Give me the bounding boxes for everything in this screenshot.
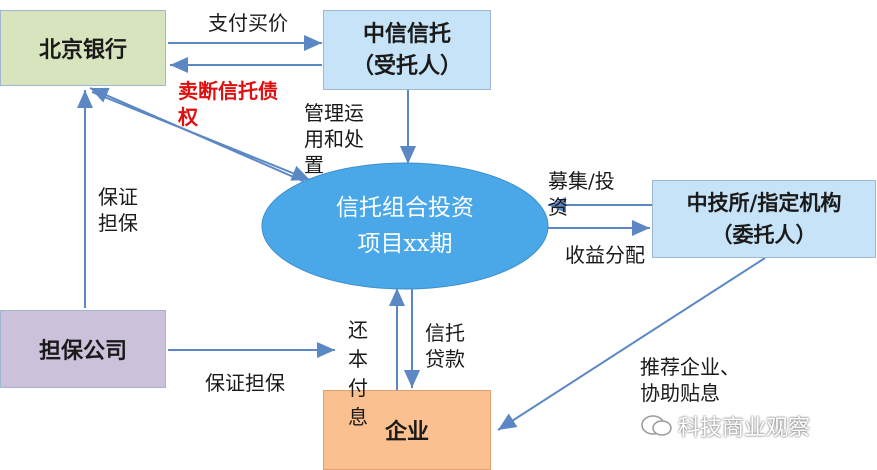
chat-bubble-icon xyxy=(641,415,672,436)
node-tech-exchange: 中技所/指定机构 （委托人） xyxy=(652,180,876,258)
watermark: 科技商业观察 xyxy=(640,410,810,442)
label-raise-line2: 资 xyxy=(548,195,568,219)
node-enterprise: 企业 xyxy=(323,390,491,470)
label-guarantee-horizontal: 保证担保 xyxy=(205,371,285,395)
label-trust-loan: 信托 贷款 xyxy=(425,320,465,372)
label-profit-distribution: 收益分配 xyxy=(565,243,645,267)
node-trust-plan: 信托组合投资 项目xx期 xyxy=(262,190,548,262)
label-trust-loan-line2: 贷款 xyxy=(425,347,465,371)
arrow-tech-to-enterprise xyxy=(497,257,766,431)
node-tech-exchange-line1: 中技所/指定机构 xyxy=(686,190,842,215)
label-trust-loan-line1: 信托 xyxy=(425,321,465,345)
node-beijing-bank: 北京银行 xyxy=(0,10,166,86)
node-trust-plan-shape xyxy=(261,162,549,290)
node-citic-trust-line1: 中信信托 xyxy=(362,21,451,47)
node-guarantee-company: 担保公司 xyxy=(0,310,166,388)
label-repay: 还本付息 xyxy=(348,316,374,432)
label-raise-line1: 募集/投 xyxy=(548,169,615,193)
label-raise: 募集/投 资 xyxy=(548,168,615,220)
label-manage: 管理运 用和处 置 xyxy=(304,100,364,178)
node-beijing-bank-label: 北京银行 xyxy=(38,37,127,63)
node-citic-trust: 中信信托 （受托人） xyxy=(323,10,491,90)
label-recommend-line2: 协助贴息 xyxy=(640,381,720,405)
label-manage-line1: 管理运 xyxy=(304,101,364,125)
arrow-bank-to-plan xyxy=(91,91,311,181)
label-repay-text: 还本付息 xyxy=(348,318,368,429)
label-recommend: 推荐企业、 协助贴息 xyxy=(640,354,740,406)
label-guarantee-v1: 保证 xyxy=(98,185,138,209)
node-enterprise-label: 企业 xyxy=(384,419,429,445)
label-guarantee-v2: 担保 xyxy=(98,211,138,235)
node-trust-plan-line1: 信托组合投资 xyxy=(336,195,474,221)
node-trust-plan-line2: 项目xx期 xyxy=(357,231,453,257)
label-recommend-line1: 推荐企业、 xyxy=(640,355,740,379)
node-guarantee-company-label: 担保公司 xyxy=(38,338,127,364)
label-pay-price: 支付买价 xyxy=(208,11,288,35)
node-tech-exchange-line2: （委托人） xyxy=(711,222,817,247)
label-sell-trust: 卖断信托债 权 xyxy=(178,78,278,130)
label-sell-trust-line2: 权 xyxy=(178,105,198,129)
label-guarantee-vertical: 保证 担保 xyxy=(98,184,138,236)
node-citic-trust-line2: （受托人） xyxy=(351,53,462,79)
label-manage-line3: 置 xyxy=(304,153,324,177)
label-manage-line2: 用和处 xyxy=(304,127,364,151)
watermark-text: 科技商业观察 xyxy=(678,416,811,441)
label-sell-trust-line1: 卖断信托债 xyxy=(178,79,278,103)
